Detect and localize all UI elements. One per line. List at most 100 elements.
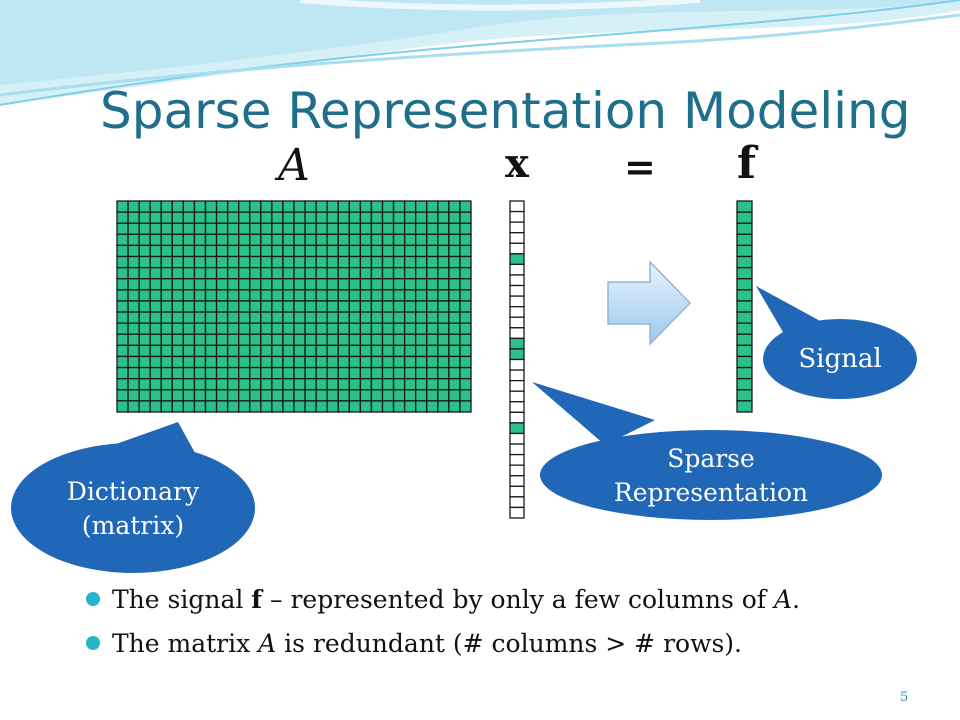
signal-vector-entry: [736, 255, 753, 269]
matrix-cell: [448, 378, 461, 391]
matrix-cell: [459, 389, 472, 402]
matrix-cell: [238, 389, 251, 402]
matrix-cell: [116, 300, 129, 313]
matrix-cell: [171, 300, 185, 313]
matrix-cell: [403, 378, 417, 391]
matrix-cell: [160, 344, 173, 358]
matrix-cell: [260, 300, 273, 313]
matrix-cell: [182, 244, 196, 258]
matrix-cell: [249, 200, 262, 213]
matrix-cell: [116, 255, 129, 269]
matrix-cell: [293, 266, 306, 280]
signal-callout-text: Signal: [798, 344, 882, 374]
matrix-cell: [381, 255, 395, 269]
matrix-cell: [238, 255, 251, 269]
matrix-cell: [226, 400, 240, 413]
matrix-cell: [282, 355, 295, 369]
matrix-cell: [381, 244, 395, 258]
matrix-cell: [271, 344, 284, 358]
matrix-cell: [215, 400, 229, 413]
matrix-cell: [116, 222, 129, 235]
matrix-cell: [403, 333, 417, 347]
matrix-cell: [448, 333, 461, 347]
matrix-cell: [392, 311, 406, 324]
matrix-cell: [282, 200, 295, 213]
matrix-cell: [448, 289, 461, 302]
matrix-cell: [215, 389, 229, 402]
matrix-cell: [238, 378, 251, 391]
matrix-cell: [304, 389, 317, 402]
matrix-cell: [437, 266, 450, 280]
matrix-cell: [171, 244, 185, 258]
sparse-vector-zero-entry: [509, 295, 525, 308]
matrix-cell: [193, 366, 207, 380]
matrix-cell: [337, 211, 350, 224]
matrix-cell: [160, 200, 173, 213]
matrix-cell: [249, 322, 262, 335]
matrix-cell: [182, 300, 196, 313]
matrix-cell: [171, 278, 185, 291]
matrix-cell: [226, 278, 240, 291]
matrix-cell: [426, 311, 439, 324]
matrix-cell: [160, 278, 173, 291]
matrix-cell: [392, 266, 406, 280]
bullet-1-matrix-a: A: [774, 585, 793, 614]
matrix-cell: [381, 211, 395, 224]
matrix-cell: [160, 322, 173, 335]
matrix-cell: [415, 344, 428, 358]
dictionary-callout-text: Dictionary (matrix): [11, 475, 255, 543]
matrix-cell: [326, 278, 339, 291]
matrix-cell: [138, 311, 151, 324]
matrix-cell: [337, 222, 350, 235]
matrix-cell: [392, 389, 406, 402]
matrix-cell: [127, 344, 140, 358]
matrix-cell: [426, 233, 439, 247]
matrix-cell: [282, 233, 295, 247]
matrix-cell: [171, 233, 185, 247]
matrix-cell: [260, 311, 273, 324]
bullet-1-text-c: .: [792, 585, 801, 614]
matrix-cell: [138, 244, 151, 258]
matrix-cell: [459, 311, 472, 324]
matrix-cell: [359, 355, 373, 369]
sparse-vector-nonzero-entry: [509, 253, 525, 266]
matrix-cell: [193, 355, 207, 369]
sparse-vector-zero-entry: [509, 443, 525, 456]
matrix-cell: [348, 344, 362, 358]
matrix-cell: [415, 366, 428, 380]
matrix-cell: [182, 289, 196, 302]
matrix-cell: [271, 255, 284, 269]
matrix-cell: [437, 344, 450, 358]
matrix-cell: [116, 322, 129, 335]
matrix-cell: [160, 289, 173, 302]
matrix-cell: [370, 200, 384, 213]
matrix-cell: [215, 244, 229, 258]
matrix-cell: [304, 311, 317, 324]
matrix-cell: [204, 378, 218, 391]
signal-vector-entry: [736, 222, 753, 235]
matrix-cell: [249, 389, 262, 402]
matrix-cell: [392, 400, 406, 413]
matrix-cell: [238, 300, 251, 313]
matrix-cell: [182, 311, 196, 324]
matrix-cell: [116, 244, 129, 258]
matrix-cell: [249, 222, 262, 235]
matrix-cell: [437, 222, 450, 235]
matrix-cell: [293, 255, 306, 269]
matrix-cell: [171, 389, 185, 402]
matrix-cell: [204, 266, 218, 280]
matrix-cell: [238, 322, 251, 335]
matrix-cell: [226, 255, 240, 269]
matrix-cell: [448, 255, 461, 269]
matrix-cell: [403, 311, 417, 324]
matrix-cell: [348, 278, 362, 291]
matrix-cell: [348, 366, 362, 380]
matrix-cell: [426, 300, 439, 313]
matrix-cell: [149, 200, 162, 213]
bullet-dot-icon: [86, 636, 100, 650]
matrix-cell: [138, 266, 151, 280]
matrix-cell: [415, 266, 428, 280]
matrix-cell: [160, 266, 173, 280]
matrix-cell: [426, 344, 439, 358]
matrix-cell: [381, 222, 395, 235]
